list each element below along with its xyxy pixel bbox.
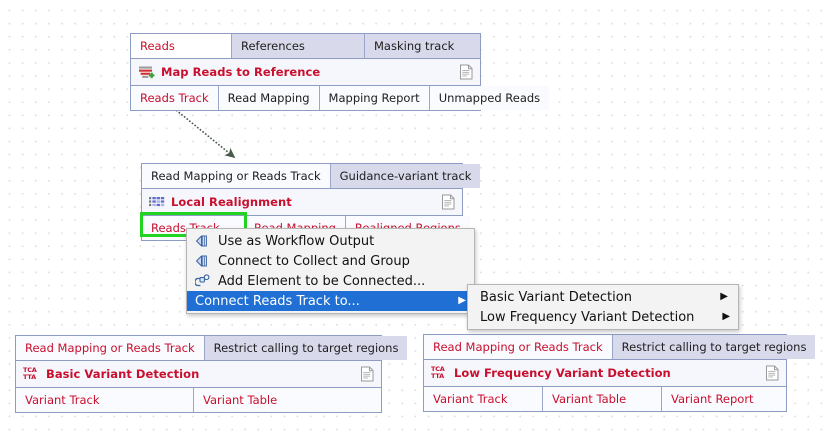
output-ports-row: Variant Track Variant Table Variant Repo… — [424, 386, 786, 411]
add-element-icon — [194, 274, 212, 288]
menu-item-label: Connect Reads Track to... — [195, 293, 360, 309]
block-title-bar[interactable]: Local Realignment — [142, 189, 462, 215]
connect-output-icon — [195, 234, 212, 248]
menu-item-connect-to-collect-and-group[interactable]: Connect to Collect and Group — [187, 251, 474, 271]
chevron-right-icon: ▶ — [720, 291, 728, 302]
input-ports-row: Reads References Masking track — [131, 34, 480, 59]
document-icon[interactable] — [766, 365, 779, 381]
workflow-block-basic-variant-detection[interactable]: Read Mapping or Reads Track Restrict cal… — [15, 335, 408, 413]
input-port-masking-track[interactable]: Masking track — [365, 34, 480, 58]
output-port-read-mapping[interactable]: Read Mapping — [218, 86, 320, 110]
output-port-reads-track[interactable]: Reads Track — [131, 86, 219, 110]
document-icon[interactable] — [442, 194, 455, 210]
input-port-guidance-variant-track[interactable]: Guidance-variant track — [330, 164, 481, 188]
context-menu[interactable]: Use as Workflow Output Connect to Collec… — [186, 228, 475, 314]
output-ports-row: Variant Track Variant Table — [16, 387, 381, 412]
block-title-label: Low Frequency Variant Detection — [454, 366, 671, 380]
block-title-label: Basic Variant Detection — [46, 367, 200, 381]
chevron-right-icon: ▶ — [722, 311, 731, 322]
chevron-right-icon: ▶ — [458, 295, 466, 306]
connect-output-icon — [195, 254, 212, 268]
input-port-references[interactable]: References — [232, 34, 365, 58]
input-port-read-mapping-or-reads-track[interactable]: Read Mapping or Reads Track — [16, 336, 205, 360]
block-title-label: Local Realignment — [171, 195, 292, 209]
submenu-item-basic-variant-detection[interactable]: Basic Variant Detection ▶ — [468, 287, 738, 307]
menu-item-label: Connect to Collect and Group — [218, 253, 410, 269]
input-port-restrict-calling-to-target-regions[interactable]: Restrict calling to target regions — [204, 336, 408, 360]
output-ports-row: Reads Track Read Mapping Mapping Report … — [131, 85, 550, 110]
output-port-variant-track[interactable]: Variant Track — [16, 388, 194, 412]
local-realignment-icon — [149, 196, 165, 209]
output-port-variant-report[interactable]: Variant Report — [662, 387, 786, 411]
input-ports-row: Read Mapping or Reads Track Restrict cal… — [16, 336, 408, 361]
block-title-bar[interactable]: Map Reads to Reference — [131, 59, 480, 85]
output-port-variant-table[interactable]: Variant Table — [543, 387, 662, 411]
workflow-block-map-reads-to-reference[interactable]: Reads References Masking track Map Reads… — [130, 33, 550, 111]
workflow-block-low-frequency-variant-detection[interactable]: Read Mapping or Reads Track Restrict cal… — [423, 334, 816, 412]
input-ports-row: Read Mapping or Reads Track Guidance-var… — [142, 164, 481, 189]
menu-item-label: Add Element to be Connected... — [218, 273, 426, 289]
input-port-read-mapping-or-reads-track[interactable]: Read Mapping or Reads Track — [142, 164, 331, 188]
input-port-reads[interactable]: Reads — [131, 34, 232, 58]
input-port-restrict-calling-to-target-regions[interactable]: Restrict calling to target regions — [612, 335, 816, 359]
document-icon[interactable] — [460, 64, 473, 80]
block-title-label: Map Reads to Reference — [161, 65, 321, 79]
menu-item-connect-reads-track-to[interactable]: Connect Reads Track to... ▶ — [187, 291, 474, 311]
output-port-variant-track[interactable]: Variant Track — [424, 387, 543, 411]
output-port-mapping-report[interactable]: Mapping Report — [319, 86, 430, 110]
submenu-item-low-frequency-variant-detection[interactable]: Low Frequency Variant Detection ▶ — [468, 307, 738, 327]
input-ports-row: Read Mapping or Reads Track Restrict cal… — [424, 335, 816, 360]
output-port-variant-table[interactable]: Variant Table — [194, 388, 381, 412]
menu-item-add-element-to-be-connected[interactable]: Add Element to be Connected... — [187, 271, 474, 291]
submenu-item-label: Low Frequency Variant Detection — [480, 309, 695, 325]
document-icon[interactable] — [361, 366, 374, 382]
menu-item-label: Use as Workflow Output — [218, 233, 375, 249]
menu-item-use-as-workflow-output[interactable]: Use as Workflow Output — [187, 231, 474, 251]
context-submenu[interactable]: Basic Variant Detection ▶ Low Frequency … — [467, 284, 739, 330]
submenu-item-label: Basic Variant Detection — [480, 289, 632, 305]
map-reads-icon — [138, 65, 155, 80]
input-port-read-mapping-or-reads-track[interactable]: Read Mapping or Reads Track — [424, 335, 613, 359]
output-port-unmapped-reads[interactable]: Unmapped Reads — [429, 86, 550, 110]
